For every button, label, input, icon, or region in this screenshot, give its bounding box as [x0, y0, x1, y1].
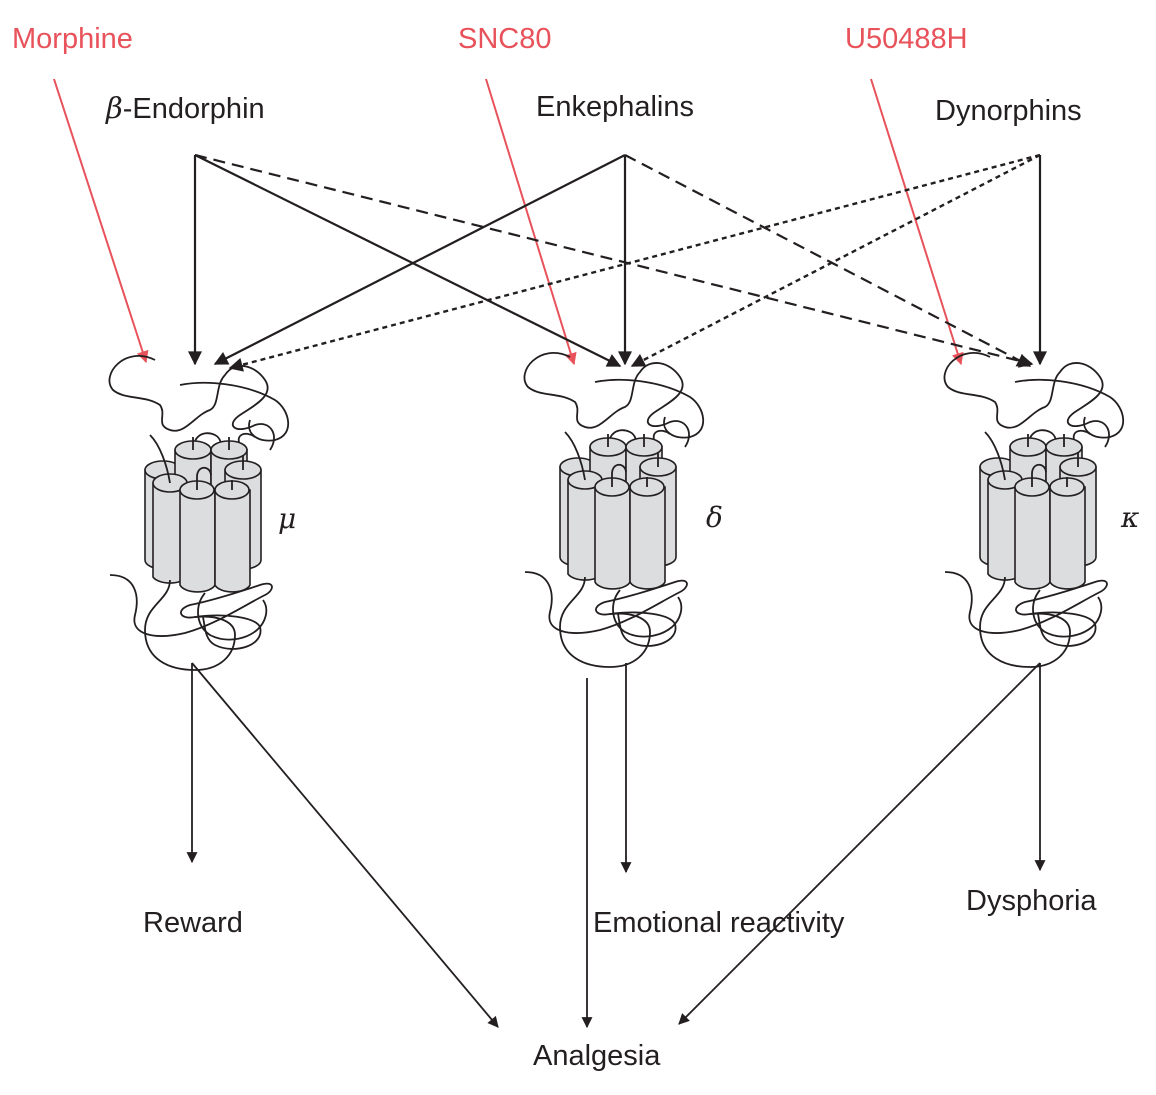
arrow-snc80-to-delta: [485, 78, 577, 366]
arrow-beta-endorphin-to-delta: [194, 154, 622, 367]
arrow-mu-to-analgesia: [191, 662, 499, 1028]
effect-label-reward: Reward: [143, 907, 243, 939]
arrow-beta-endorphin-to-kappa: [194, 153, 1034, 368]
receptor-delta: [523, 352, 705, 668]
arrow-morphine-to-mu: [53, 78, 149, 364]
receptor-mu-shape: [108, 355, 290, 671]
effect-label-emotional-reactivity: Emotional reactivity: [593, 907, 845, 939]
beta-symbol: β: [105, 91, 123, 125]
receptor-kappa: [943, 352, 1125, 668]
receptor-label-mu: μ: [278, 502, 296, 535]
receptor-mu: [108, 355, 290, 671]
effect-label-analgesia: Analgesia: [533, 1040, 661, 1072]
drug-label-morphine: Morphine: [12, 23, 133, 55]
drug-label-u50488h: U50488H: [845, 23, 968, 55]
arrow-u50488h-to-kappa: [870, 78, 964, 366]
drug-label-snc80: SNC80: [458, 23, 552, 55]
ligand-label-beta-endorphin: β-Endorphin: [105, 91, 265, 125]
effect-label-dysphoria: Dysphoria: [966, 885, 1097, 917]
receptor-kappa-shape: [943, 352, 1125, 668]
arrow-kappa-to-analgesia: [678, 662, 1041, 1025]
ligand-label-dynorphins: Dynorphins: [935, 95, 1082, 127]
ligand-label-enkephalins: Enkephalins: [536, 91, 694, 123]
arrow-dynorphins-to-mu: [228, 153, 1041, 372]
receptor-label-delta: δ: [706, 501, 723, 534]
arrow-dynorphins-to-delta: [630, 153, 1041, 368]
receptor-delta-shape: [523, 352, 705, 668]
arrow-enkephalins-to-kappa: [624, 154, 1032, 367]
receptor-label-kappa: κ: [1120, 501, 1139, 534]
arrow-enkephalins-to-mu: [213, 154, 626, 365]
